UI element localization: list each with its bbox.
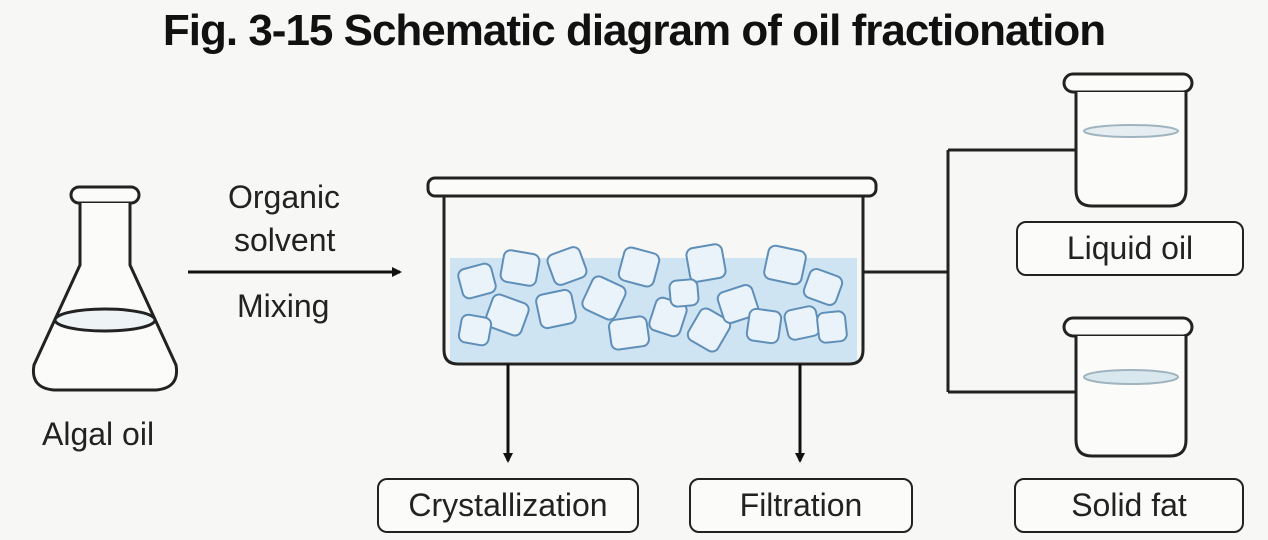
solid-fat-box: Solid fat: [1014, 478, 1244, 533]
label-mixing: Mixing: [237, 288, 330, 324]
fat-crystals: [457, 243, 848, 353]
page-title: Fig. 3-15 Schematic diagram of oil fract…: [162, 6, 1106, 55]
crystallization-tank: [426, 176, 878, 366]
filtration-box: Filtration: [689, 478, 913, 533]
label-algal-oil: Algal oil: [42, 416, 155, 452]
liquid-oil-box: Liquid oil: [1016, 221, 1244, 276]
flask-icon: [31, 185, 179, 392]
beaker-icon-solid-fat: [1062, 316, 1194, 458]
crystallization-box: Crystallization: [377, 478, 639, 533]
branch-connector: [863, 148, 1076, 394]
label-organic: Organic: [228, 179, 341, 215]
label-solvent: solvent: [234, 222, 336, 258]
beaker-icon-liquid-oil: [1062, 72, 1194, 208]
